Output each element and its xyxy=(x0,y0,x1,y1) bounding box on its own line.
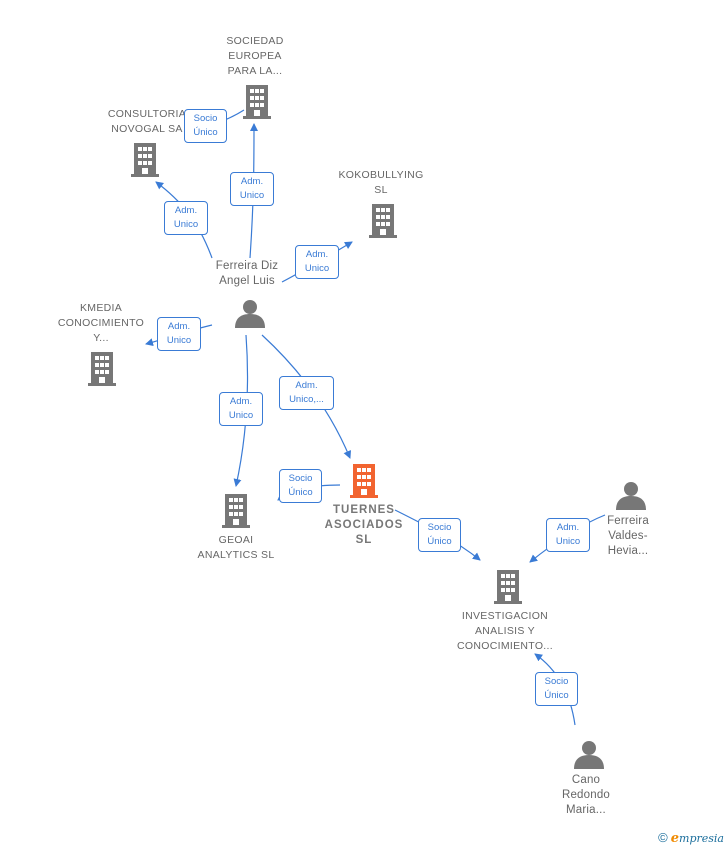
building-icon-focus[interactable] xyxy=(350,464,378,498)
relation-socio-unico[interactable]: Socio Único xyxy=(535,672,578,706)
relation-adm-unico[interactable]: Adm. Unico xyxy=(219,392,263,426)
node-label-sociedad-europea[interactable]: SOCIEDAD EUROPEA PARA LA... xyxy=(226,35,284,77)
node-label-consultoria-novogal[interactable]: CONSULTORIA NOVOGAL SA xyxy=(107,108,187,135)
relation-adm-unico[interactable]: Adm. Unico xyxy=(295,245,339,279)
relation-adm-unico[interactable]: Adm. Unico xyxy=(157,317,201,351)
node-label-kokobullying[interactable]: KOKOBULLYING SL xyxy=(338,169,424,196)
node-label-geoai[interactable]: GEOAI ANALYTICS SL xyxy=(197,534,275,561)
building-icon[interactable] xyxy=(369,204,397,238)
person-icon[interactable] xyxy=(235,300,265,328)
relation-adm-unico[interactable]: Adm. Unico xyxy=(546,518,590,552)
node-label-cano-redondo[interactable]: Cano Redondo Maria... xyxy=(561,774,611,816)
relation-adm-unico-more[interactable]: Adm. Unico,... xyxy=(279,376,334,410)
building-icon[interactable] xyxy=(494,570,522,604)
node-label-kmedia[interactable]: KMEDIA CONOCIMIENTO Y... xyxy=(57,302,145,344)
node-label-ferreira-diz[interactable]: Ferreira Diz Angel Luis xyxy=(215,260,279,287)
building-icon[interactable] xyxy=(222,494,250,528)
person-icon[interactable] xyxy=(574,741,604,769)
building-icon[interactable] xyxy=(131,143,159,177)
relation-socio-unico[interactable]: Socio Único xyxy=(184,109,227,143)
brand-initial: e xyxy=(670,831,680,846)
node-label-investigacion[interactable]: INVESTIGACION ANALISIS Y CONOCIMIENTO... xyxy=(457,610,553,652)
copyright-icon: © xyxy=(658,830,668,845)
relation-socio-unico[interactable]: Socio Único xyxy=(418,518,461,552)
building-icon[interactable] xyxy=(88,352,116,386)
relation-adm-unico[interactable]: Adm. Unico xyxy=(164,201,208,235)
brand-logo: ©empresia xyxy=(658,830,724,846)
relation-socio-unico[interactable]: Socio Único xyxy=(279,469,322,503)
building-icon[interactable] xyxy=(243,85,271,119)
relation-adm-unico[interactable]: Adm. Unico xyxy=(230,172,274,206)
brand-name: mpresia xyxy=(679,832,724,845)
person-icon[interactable] xyxy=(616,482,646,510)
node-label-tuernes[interactable]: TUERNES ASOCIADOS SL xyxy=(324,504,404,546)
node-label-ferreira-valdes[interactable]: Ferreira Valdes- Hevia... xyxy=(607,515,649,557)
